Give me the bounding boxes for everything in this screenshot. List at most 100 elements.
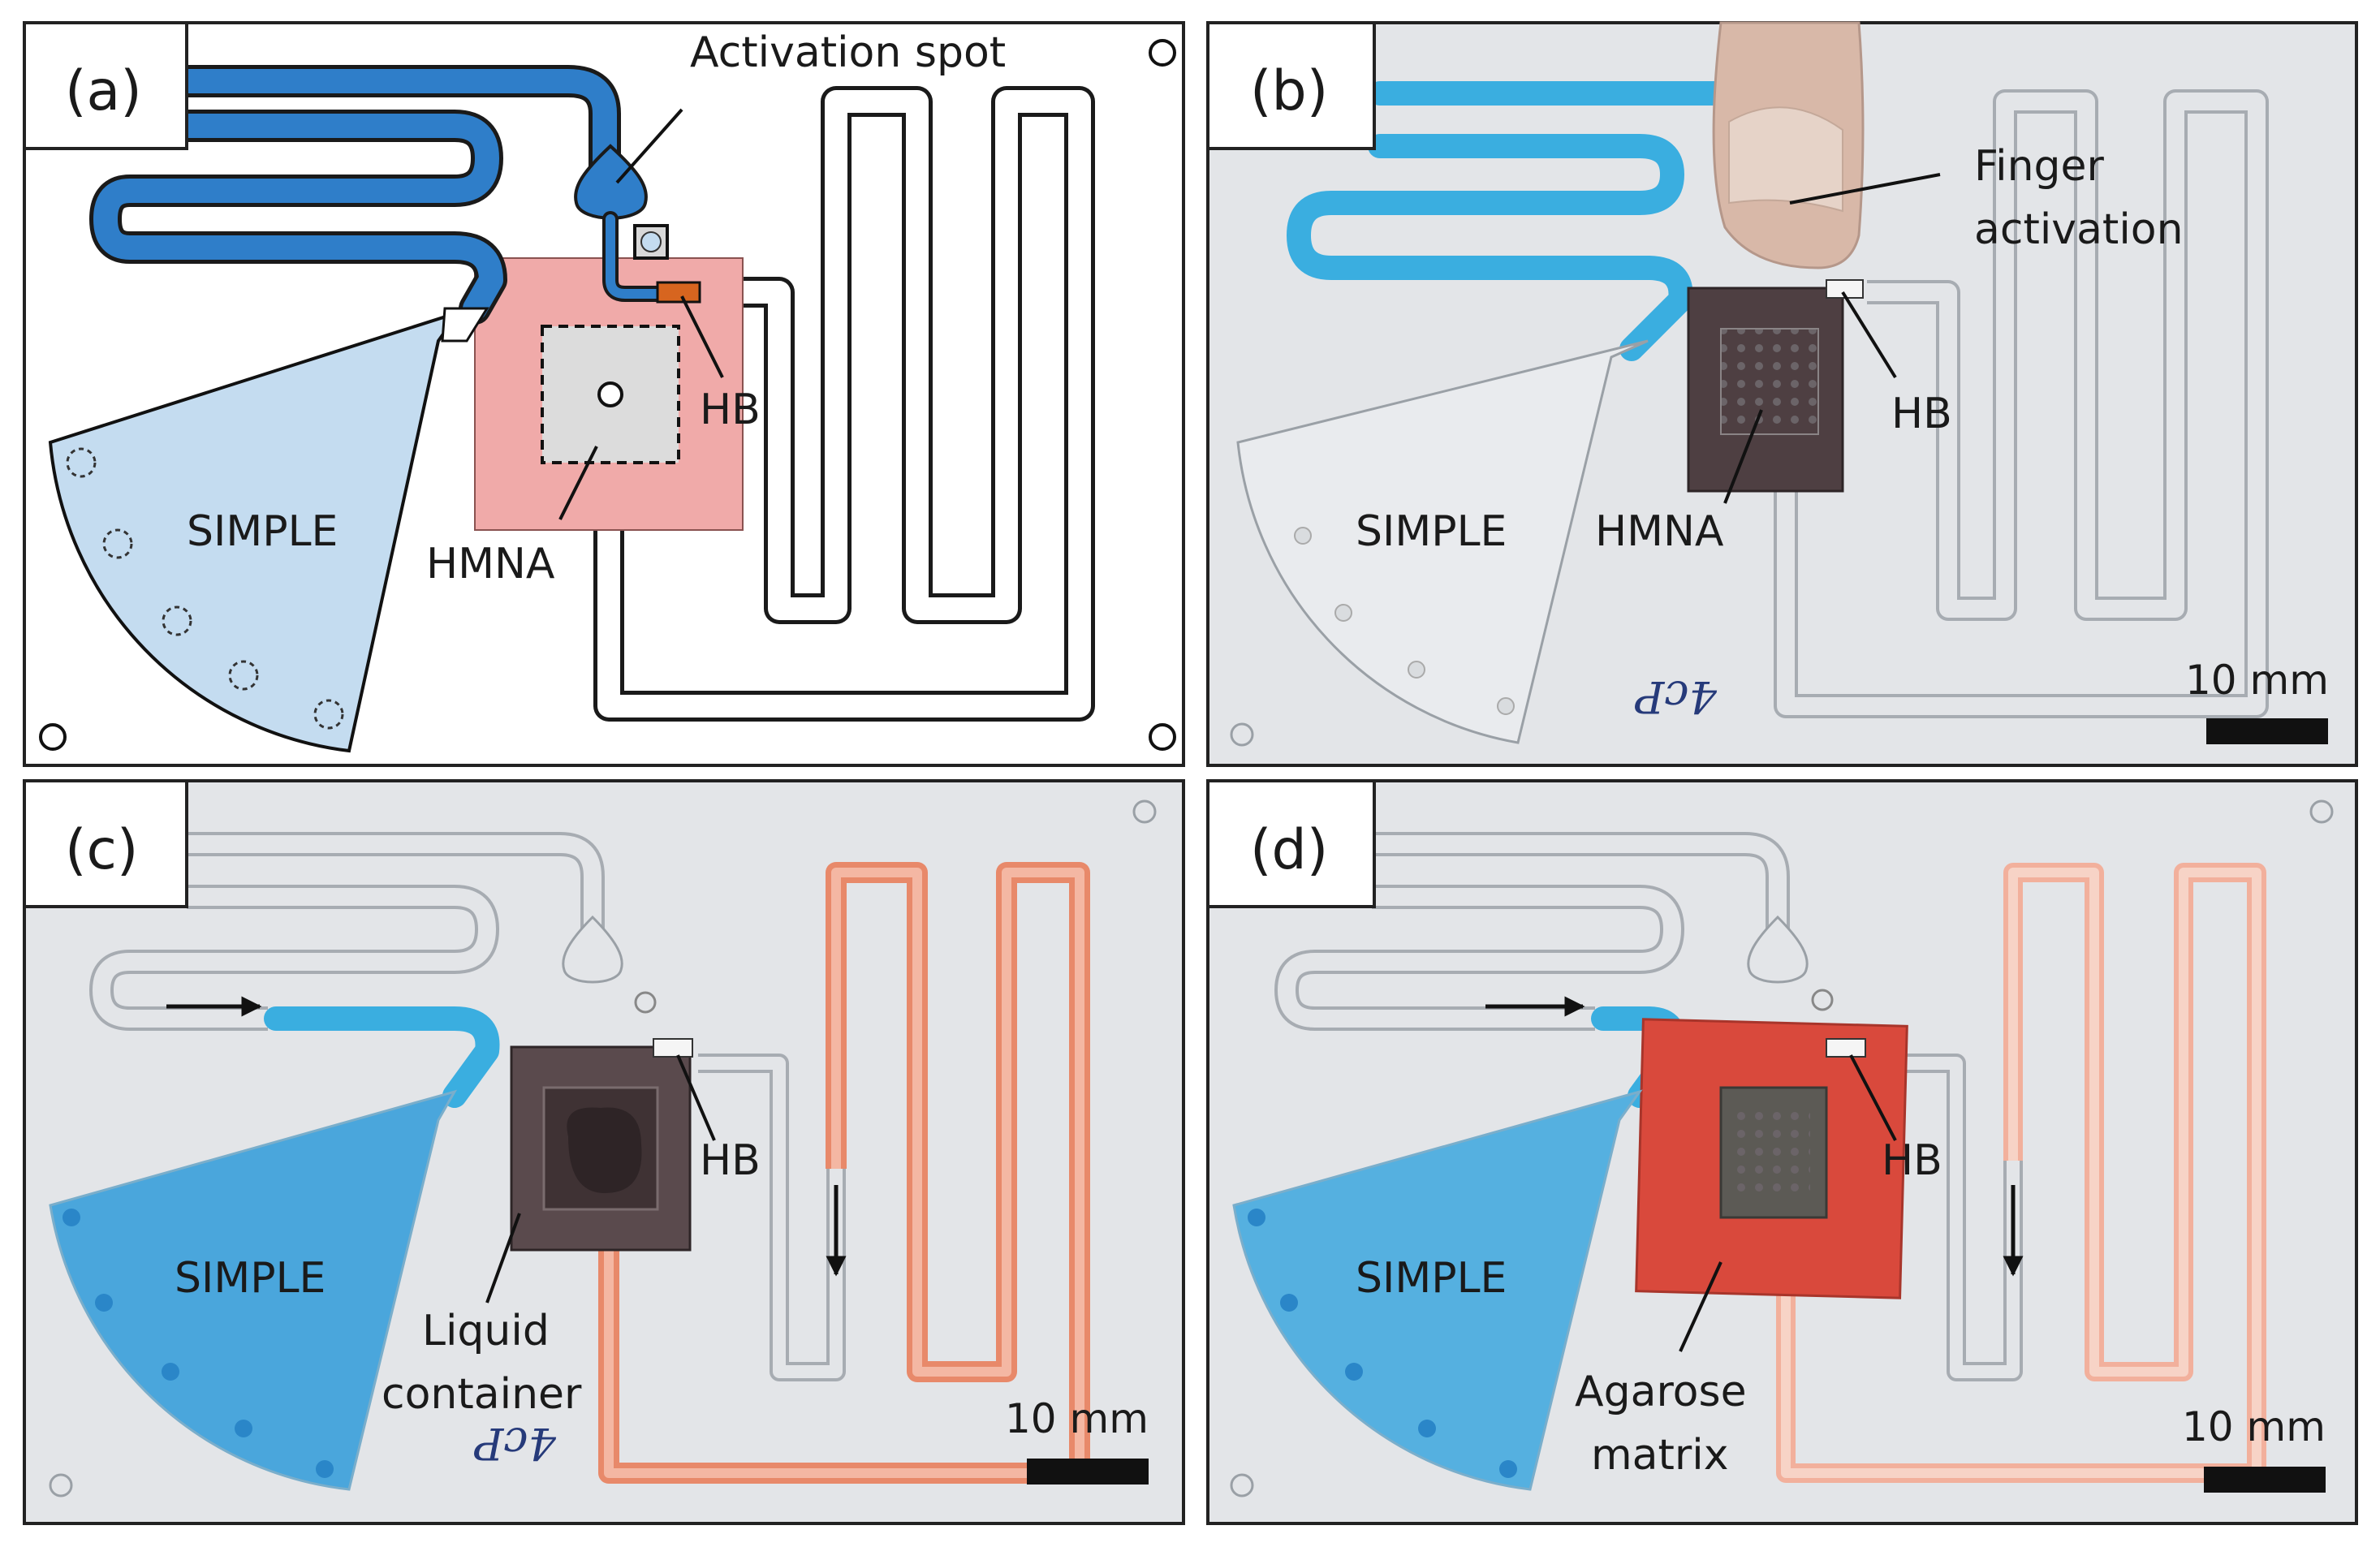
activation-spot-empty (1747, 915, 1809, 984)
simple-well (1345, 1363, 1363, 1381)
simple-well (162, 605, 192, 636)
vent-circle (634, 991, 657, 1014)
serpentine-channel-empty-lumen (698, 1057, 843, 1378)
simple-well (1248, 1209, 1265, 1226)
panel-a-label-box (23, 21, 188, 150)
leader-hmna (558, 446, 598, 520)
panel-c-photo: 4cP (c) HB SIMPLE Liquid container 10 mm (23, 779, 1185, 1525)
simple-well (1418, 1420, 1436, 1437)
corner-hole (49, 1473, 73, 1497)
microneedle-array (1720, 328, 1819, 435)
simple-sector (1232, 1089, 1643, 1491)
simple-well (235, 1420, 252, 1437)
simple-well (102, 528, 133, 559)
callout-hb: HB (700, 1136, 761, 1185)
activation-to-hb-channel-fill (606, 214, 662, 299)
leader-hb (680, 295, 724, 378)
dye-channel (264, 1006, 500, 1108)
handwriting-mark: 4cP (472, 1418, 557, 1469)
callout-simple: SIMPLE (1356, 1254, 1507, 1303)
simple-sector (48, 309, 463, 753)
scale-bar-label: 10 mm (2182, 1403, 2326, 1450)
liquid-blob (567, 1107, 642, 1193)
simple-well (1294, 527, 1312, 545)
handwriting-mark: 4cP (1633, 671, 1718, 722)
simple-well (66, 447, 97, 478)
corner-hole (2309, 799, 2334, 824)
scale-bar (2206, 718, 2328, 744)
callout-liquid-container-line2: container (382, 1370, 582, 1419)
panel-a-schematic: (a) Activation spot HB SIMPLE HMNA (23, 21, 1185, 767)
leader-agarose-matrix (1679, 1261, 1722, 1352)
callout-activation-spot: Activation spot (690, 28, 1006, 77)
callout-finger-activation-line2: activation (1974, 205, 2184, 254)
vent-circle (1811, 989, 1834, 1011)
callout-hmna: HMNA (1595, 507, 1724, 556)
simple-well (228, 660, 259, 691)
inlet-channel-empty-lumen (93, 835, 601, 1028)
simple-well (162, 1363, 179, 1381)
serpentine-channel-lumen (597, 90, 1091, 717)
orange-channel-lumen (1781, 868, 2261, 1478)
simple-neck (441, 307, 489, 343)
callout-finger-activation-line1: Finger (1974, 142, 2105, 191)
corner-hole (1149, 39, 1176, 67)
panel-c-label: (c) (65, 818, 138, 882)
scale-bar (1027, 1459, 1149, 1485)
simple-well (1499, 1460, 1517, 1478)
panel-d-label: (d) (1250, 818, 1328, 882)
leader-hb (676, 1054, 716, 1141)
leader-liquid-container (485, 1213, 521, 1304)
callout-hb: HB (1891, 390, 1952, 438)
callout-liquid-container-line1: Liquid (422, 1307, 550, 1355)
callout-hmna: HMNA (426, 540, 555, 588)
fingernail (1728, 106, 1843, 213)
callout-hb: HB (1882, 1136, 1942, 1185)
simple-well (95, 1294, 113, 1312)
vent-circle (640, 231, 662, 252)
activation-spot-empty (562, 915, 623, 984)
simple-well (1408, 661, 1425, 679)
callout-agarose-matrix-line1: Agarose (1575, 1368, 1747, 1416)
corner-hole (1132, 799, 1157, 824)
panel-c-label-box (23, 779, 188, 908)
inlet-channel-empty-lumen (1278, 835, 1787, 1028)
corner-hole (1149, 723, 1176, 751)
simple-well (316, 1460, 334, 1478)
corner-hole (1230, 1473, 1254, 1497)
panel-b-label: (b) (1250, 59, 1328, 123)
panel-b-photo: 4cP (b) Finger activation HB SIMPLE HMNA… (1206, 21, 2358, 767)
heater-hb (1826, 1038, 1866, 1058)
serpentine-channel-empty-lumen (1891, 1057, 2020, 1378)
simple-sector (1236, 339, 1649, 744)
callout-simple: SIMPLE (175, 1254, 326, 1303)
leader-finger-activation (1789, 173, 1941, 205)
outlet-port (597, 381, 623, 407)
simple-well (63, 1209, 80, 1226)
dye-channel (1287, 81, 1733, 361)
panel-d-photo: (d) HB SIMPLE Agarose matrix 10 mm (1206, 779, 2358, 1525)
leader-activation-spot (615, 108, 683, 184)
scale-bar-label: 10 mm (1005, 1395, 1149, 1442)
serpentine-channel-empty-lumen (1777, 93, 2266, 715)
simple-well (1334, 604, 1352, 622)
leader-hb (1849, 1054, 1897, 1141)
scale-bar (2204, 1467, 2326, 1493)
orange-channel-lumen (604, 868, 1084, 1478)
simple-well (1280, 1294, 1298, 1312)
heater-hb (656, 281, 701, 304)
corner-hole (39, 723, 67, 751)
simple-well (313, 699, 344, 730)
microneedle-array (1737, 1108, 1810, 1197)
callout-hb: HB (700, 386, 761, 434)
corner-hole (1230, 722, 1254, 747)
inlet-channel-fill (93, 69, 617, 321)
simple-well (1497, 697, 1515, 715)
simple-sector (49, 1089, 458, 1491)
heater-hb (653, 1038, 693, 1058)
panel-d-label-box (1206, 779, 1376, 908)
panel-b-label-box (1206, 21, 1376, 150)
scale-bar-label: 10 mm (2185, 657, 2329, 704)
callout-simple: SIMPLE (1356, 507, 1507, 556)
